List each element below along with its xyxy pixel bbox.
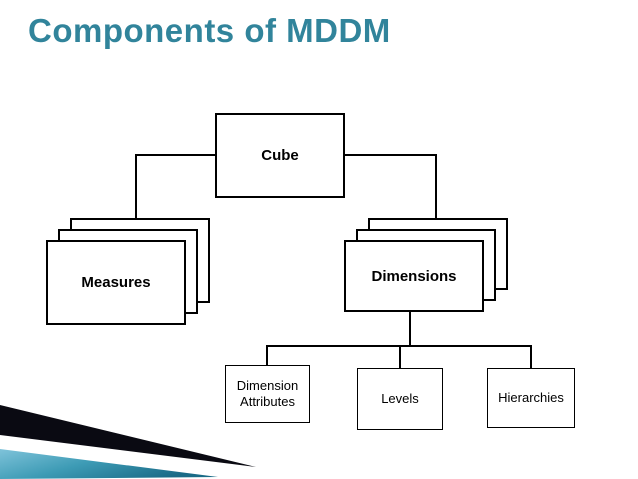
connector-cube-left-horizontal: [135, 154, 217, 156]
node-cube-label: Cube: [261, 147, 299, 164]
node-dimension-attributes: Dimension Attributes: [225, 365, 310, 423]
connector-drop-hierarchies: [530, 345, 532, 368]
node-cube: Cube: [215, 113, 345, 198]
connector-cube-right-horizontal: [343, 154, 437, 156]
decoration-black-wedge: [0, 405, 256, 467]
connector-cube-left-vertical: [135, 154, 137, 218]
decoration-teal-wedge: [0, 449, 218, 479]
node-dimensions-label: Dimensions: [371, 267, 457, 285]
connector-dimensions-down: [409, 311, 411, 345]
node-hierarchies-label: Hierarchies: [498, 389, 564, 405]
node-measures: Measures: [46, 240, 186, 325]
connector-cube-right-vertical: [435, 154, 437, 218]
node-dimensions: Dimensions: [344, 240, 484, 312]
node-hierarchies: Hierarchies: [487, 368, 575, 428]
node-measures-label: Measures: [81, 274, 151, 291]
corner-decoration: [0, 405, 256, 479]
node-levels: Levels: [357, 368, 443, 430]
node-levels-label: Levels: [381, 390, 419, 406]
slide-title: Components of MDDM: [28, 12, 391, 49]
connector-drop-dimension-attributes: [266, 345, 268, 365]
node-dimension-attributes-label: Dimension Attributes: [236, 377, 299, 409]
connector-drop-levels: [399, 345, 401, 368]
